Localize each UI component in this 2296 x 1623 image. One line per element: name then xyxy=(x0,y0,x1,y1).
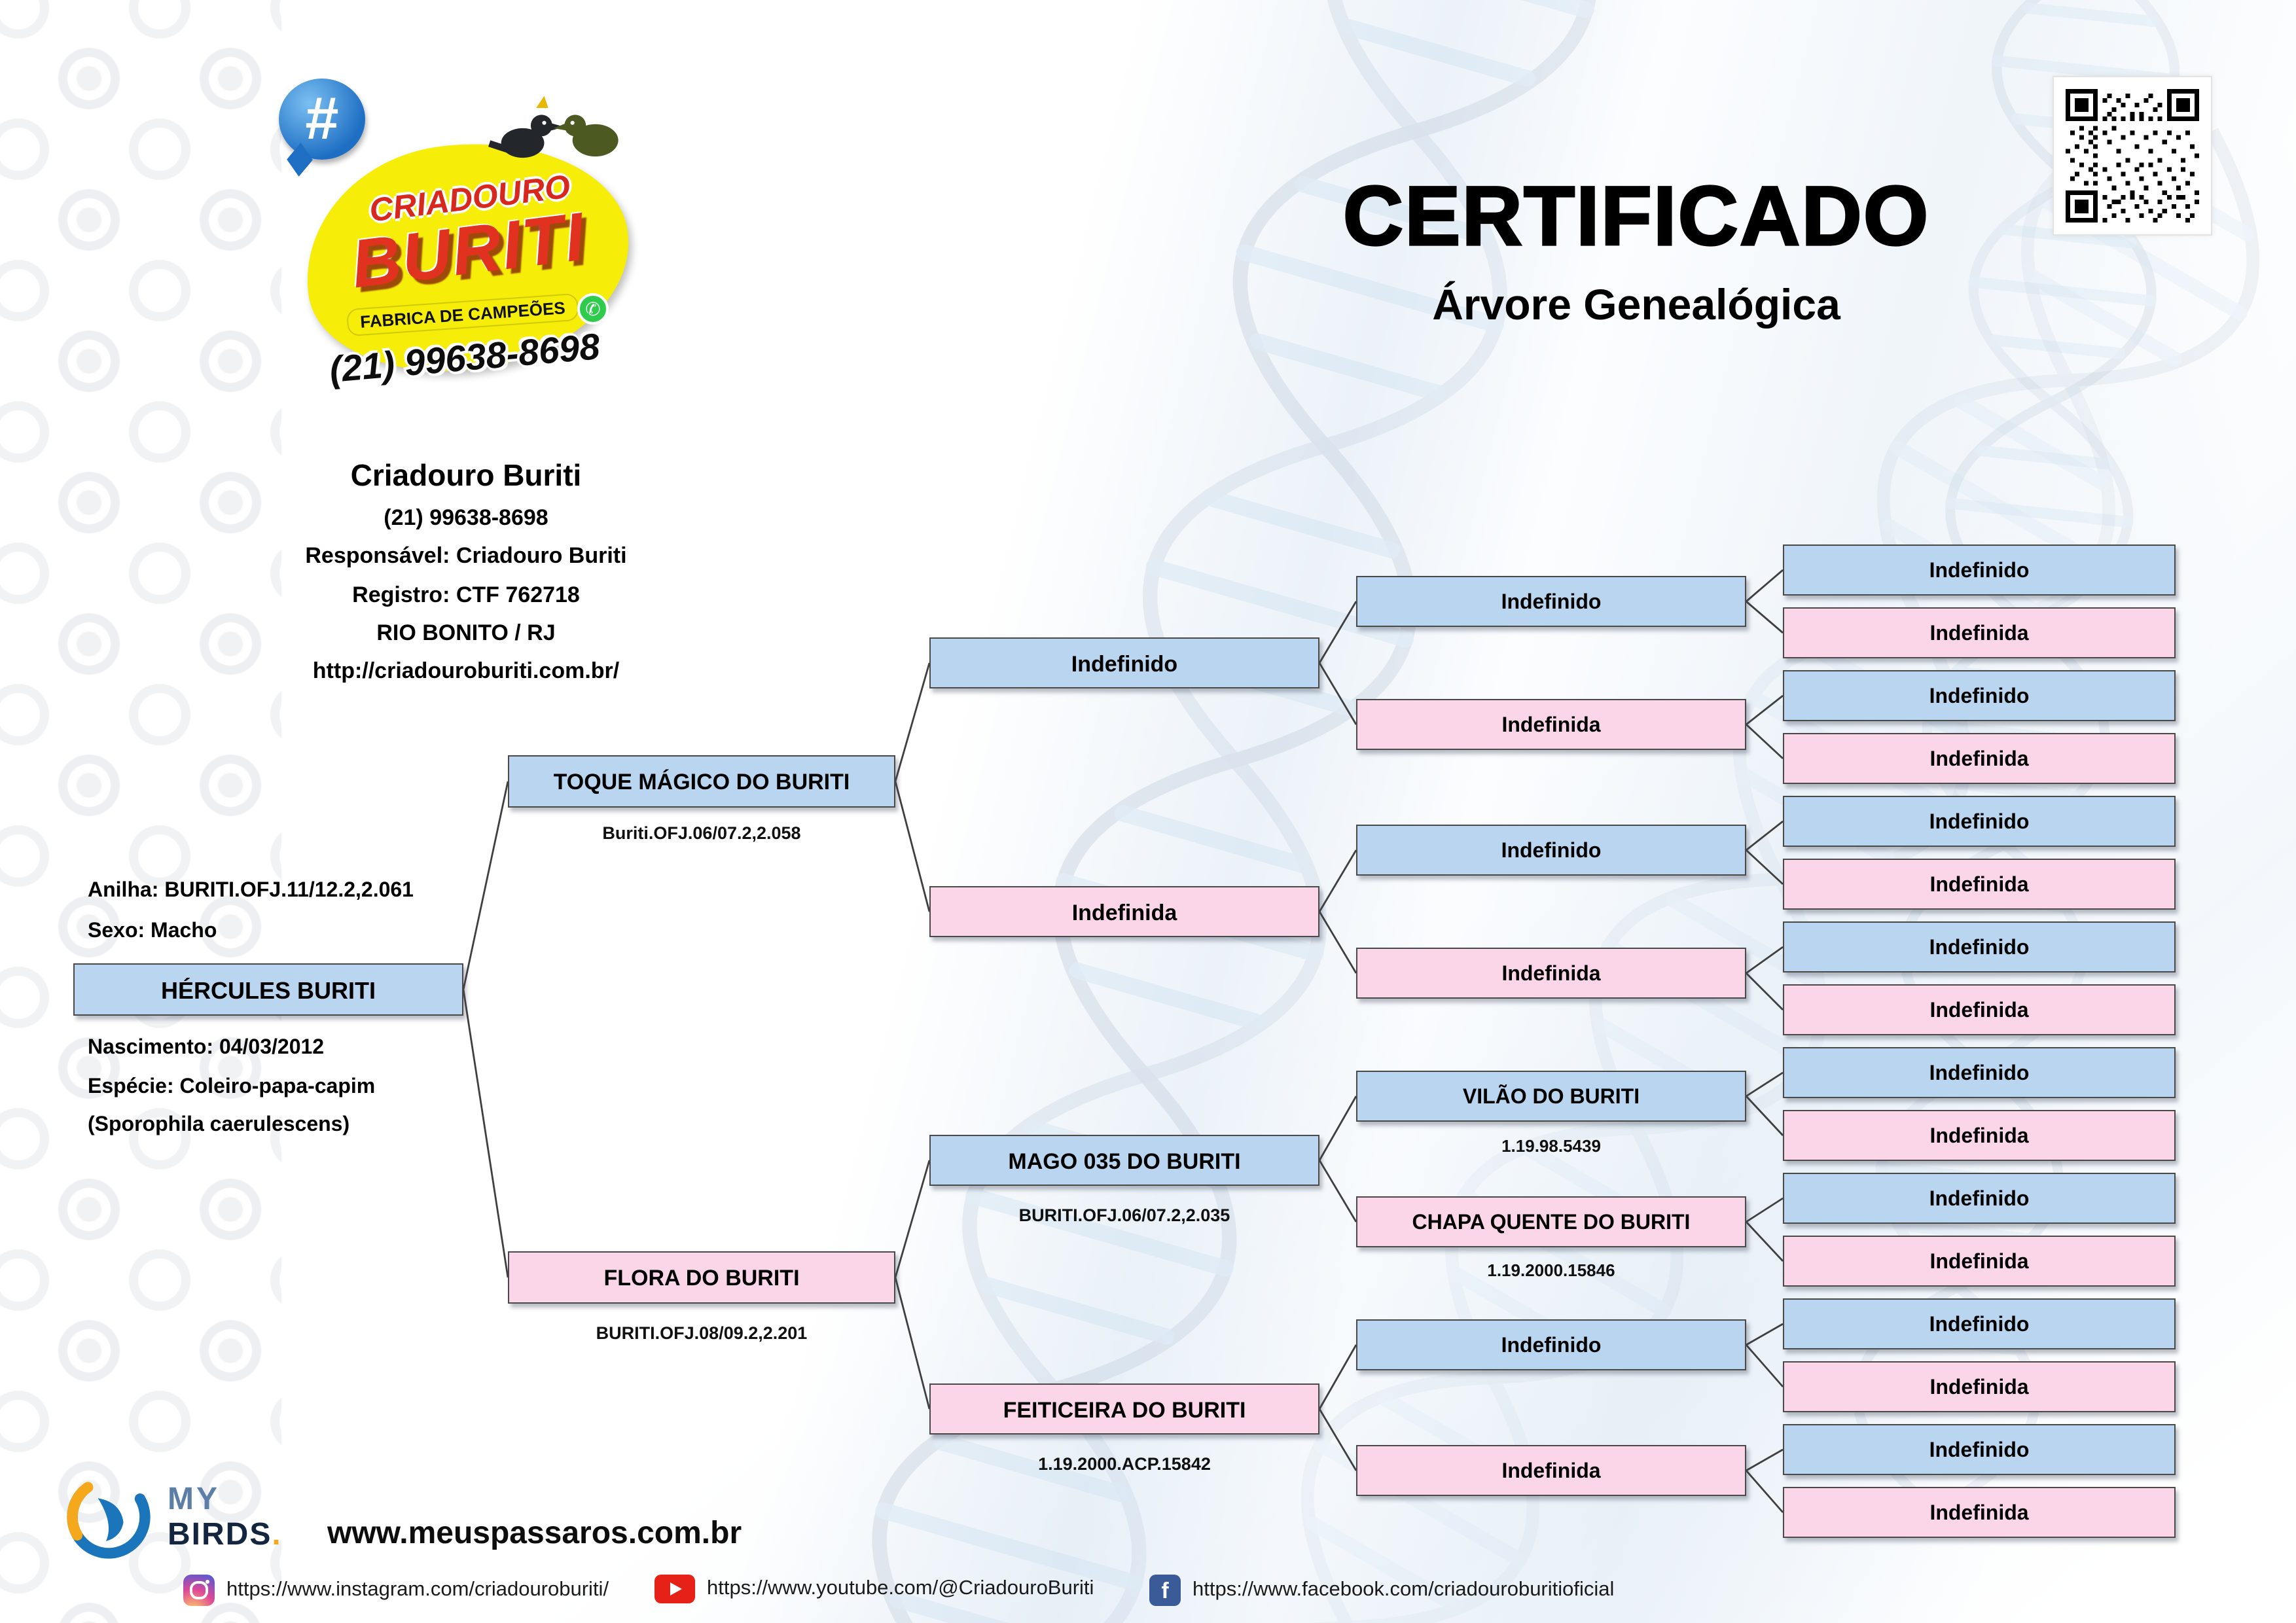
subject-ring: Anilha: BURITI.OFJ.11/12.2,2.061 xyxy=(88,880,414,902)
tree-node-gen5-5: Indefinida xyxy=(1783,859,2176,910)
tree-node-subject: HÉRCULES BURITI xyxy=(73,963,463,1016)
mybirds-brand-birds: BIRDS. xyxy=(168,1517,282,1552)
certificate-subtitle: Árvore Genealógica xyxy=(1432,280,1840,329)
breeder-location: RIO BONITO / RJ xyxy=(376,620,556,645)
tree-node-mother: FLORA DO BURITI xyxy=(508,1251,895,1304)
tree-node-gen5-6: Indefinido xyxy=(1783,921,2176,972)
tree-node-gen5-2: Indefinido xyxy=(1783,670,2176,721)
tree-node-gen5-10: Indefinido xyxy=(1783,1173,2176,1224)
youtube-icon xyxy=(655,1575,695,1603)
tree-node-gen3-3: FEITICEIRA DO BURITI xyxy=(929,1383,1319,1435)
mybirds-logo-icon xyxy=(67,1475,151,1559)
tree-node-gen5-13: Indefinida xyxy=(1783,1361,2176,1412)
instagram-link: https://www.instagram.com/criadouroburit… xyxy=(183,1575,609,1606)
whatsapp-icon: ✆ xyxy=(577,293,609,325)
hashtag-icon: # xyxy=(279,79,365,160)
mybirds-brand-dot: . xyxy=(272,1517,282,1552)
subject-birth: Nascimento: 04/03/2012 xyxy=(88,1037,325,1059)
facebook-link: https://www.facebook.com/criadouroburiti… xyxy=(1149,1575,1614,1606)
tree-node-gen4-1: Indefinida xyxy=(1356,699,1746,750)
tree-node-gen4-6: Indefinido xyxy=(1356,1319,1746,1370)
tree-node-ring-gen3-3: 1.19.2000.ACP.15842 xyxy=(1038,1454,1211,1474)
tree-node-ring-gen3-2: BURITI.OFJ.06/07.2,2.035 xyxy=(1018,1205,1230,1225)
facebook-icon xyxy=(1149,1575,1181,1606)
tree-node-gen4-4: VILÃO DO BURITI xyxy=(1356,1071,1746,1122)
tree-node-gen5-8: Indefinido xyxy=(1783,1047,2176,1098)
facebook-url: https://www.facebook.com/criadouroburiti… xyxy=(1193,1578,1615,1601)
certificate-title: CERTIFICADO xyxy=(1342,168,1930,264)
youtube-url: https://www.youtube.com/@CriadouroBuriti xyxy=(707,1577,1094,1599)
tree-node-ring-mother: BURITI.OFJ.08/09.2,2.201 xyxy=(596,1323,808,1343)
breeder-registry: Registro: CTF 762718 xyxy=(352,582,580,607)
breeder-logo: # CRIADOURO BURITI FABRICA DE CAMPEÕES ✆… xyxy=(279,79,651,416)
tree-node-gen5-9: Indefinida xyxy=(1783,1110,2176,1161)
tree-node-gen3-2: MAGO 035 DO BURITI xyxy=(929,1135,1319,1186)
tree-node-ring-father: Buriti.OFJ.06/07.2,2.058 xyxy=(602,823,801,843)
tree-node-father: TOQUE MÁGICO DO BURITI xyxy=(508,755,895,808)
tree-node-gen4-5: CHAPA QUENTE DO BURITI xyxy=(1356,1196,1746,1247)
mybirds-website: www.meuspassaros.com.br xyxy=(327,1516,742,1551)
tree-node-gen5-15: Indefinida xyxy=(1783,1487,2176,1538)
tree-node-gen5-0: Indefinido xyxy=(1783,544,2176,596)
subject-species-sci: (Sporophila caerulescens) xyxy=(88,1114,350,1136)
mybirds-brand-my: MY xyxy=(168,1482,220,1517)
tree-node-gen5-12: Indefinido xyxy=(1783,1298,2176,1349)
tree-node-gen5-4: Indefinido xyxy=(1783,796,2176,847)
subject-sex: Sexo: Macho xyxy=(88,920,217,942)
youtube-link: https://www.youtube.com/@CriadouroBuriti xyxy=(655,1575,1094,1603)
tree-node-ring-gen4-5: 1.19.2000.15846 xyxy=(1487,1260,1615,1280)
qr-code xyxy=(2053,76,2212,236)
birds-illustration xyxy=(488,96,619,158)
instagram-icon xyxy=(183,1575,215,1606)
subject-species: Espécie: Coleiro-papa-capim xyxy=(88,1076,376,1098)
tree-node-ring-gen4-4: 1.19.98.5439 xyxy=(1501,1136,1601,1156)
tree-node-gen5-14: Indefinido xyxy=(1783,1424,2176,1475)
tree-node-gen4-2: Indefinido xyxy=(1356,825,1746,876)
tree-node-gen3-1: Indefinida xyxy=(929,886,1319,937)
breeder-phone: (21) 99638-8698 xyxy=(384,505,548,530)
instagram-url: https://www.instagram.com/criadouroburit… xyxy=(226,1578,609,1601)
tree-node-gen3-0: Indefinido xyxy=(929,637,1319,688)
tree-node-gen4-0: Indefinido xyxy=(1356,576,1746,627)
breeder-responsible: Responsável: Criadouro Buriti xyxy=(305,543,627,568)
tree-node-gen4-3: Indefinida xyxy=(1356,948,1746,999)
tree-node-gen5-1: Indefinida xyxy=(1783,607,2176,658)
breeder-website: http://criadouroburiti.com.br/ xyxy=(312,658,620,683)
logo-watermark-pattern xyxy=(0,0,281,1623)
tree-node-gen4-7: Indefinida xyxy=(1356,1445,1746,1496)
tree-node-gen5-3: Indefinida xyxy=(1783,733,2176,784)
tree-node-gen5-7: Indefinida xyxy=(1783,984,2176,1035)
tree-node-gen5-11: Indefinida xyxy=(1783,1236,2176,1287)
breeder-name: Criadouro Buriti xyxy=(350,458,582,492)
